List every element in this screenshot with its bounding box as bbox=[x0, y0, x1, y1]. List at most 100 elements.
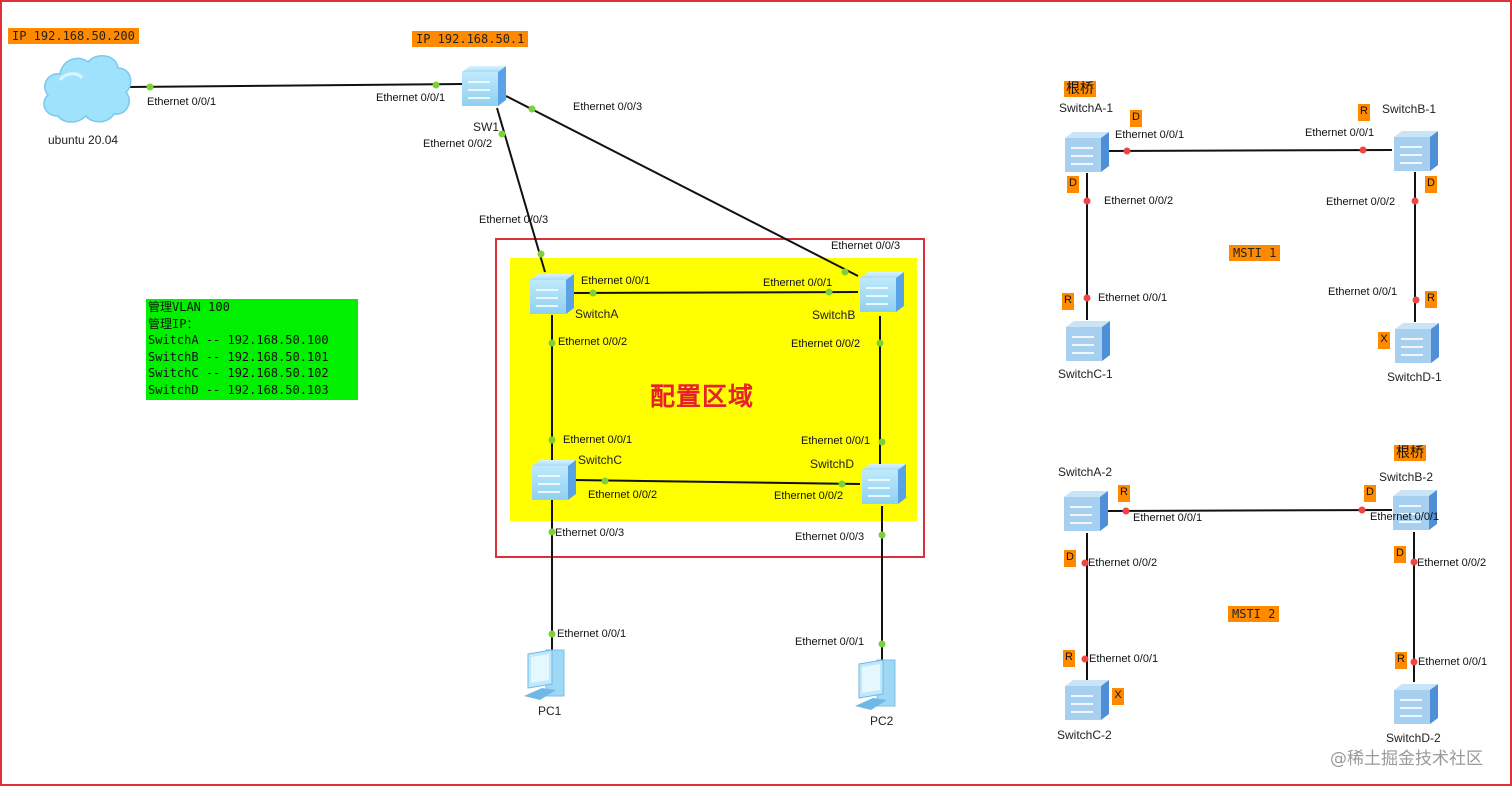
port-role-badge: D bbox=[1394, 546, 1406, 563]
port-label: Ethernet 0/0/1 bbox=[147, 96, 217, 108]
port-dot bbox=[878, 640, 886, 648]
msti1-switchA-name: SwitchA-1 bbox=[1059, 101, 1114, 115]
device-name-sw1: SW1 bbox=[473, 120, 500, 134]
port-label: Ethernet 0/0/1 bbox=[557, 628, 627, 640]
port-label: Ethernet 0/0/3 bbox=[795, 531, 865, 543]
port-dot bbox=[1358, 506, 1366, 514]
device-name-switchD: SwitchD bbox=[810, 457, 855, 471]
port-dot bbox=[498, 130, 506, 138]
port-label: Ethernet 0/0/1 bbox=[763, 277, 833, 289]
switch-icon-msti2-c[interactable] bbox=[1063, 678, 1109, 720]
port-role-badge: D bbox=[1067, 176, 1079, 193]
port-label: Ethernet 0/0/1 bbox=[795, 636, 865, 648]
link-ubuntu-sw1 bbox=[127, 83, 463, 88]
switch-icon-switchB[interactable] bbox=[858, 270, 904, 312]
port-dot bbox=[878, 438, 886, 446]
switch-icon-switchD[interactable] bbox=[860, 462, 906, 504]
switch-icon-msti1-a[interactable] bbox=[1063, 130, 1109, 172]
switch-icon-switchC[interactable] bbox=[530, 458, 576, 500]
port-label: Ethernet 0/0/2 bbox=[774, 490, 844, 502]
port-dot bbox=[1122, 507, 1130, 515]
port-label: Ethernet 0/0/3 bbox=[479, 214, 549, 226]
switch-icon-msti2-d[interactable] bbox=[1392, 682, 1438, 724]
root-bridge-tag-msti1: 根桥 bbox=[1064, 81, 1096, 97]
switch-icon-msti1-b[interactable] bbox=[1392, 129, 1438, 171]
link-switchA-switchB bbox=[573, 291, 859, 294]
switch-icon-msti1-d[interactable] bbox=[1393, 321, 1439, 363]
port-dot bbox=[528, 105, 536, 113]
port-role-badge: R bbox=[1358, 104, 1370, 121]
config-zone-border bbox=[495, 238, 925, 558]
port-role-badge: R bbox=[1425, 291, 1437, 308]
port-role-badge: R bbox=[1395, 652, 1407, 669]
port-dot bbox=[1083, 197, 1091, 205]
port-dot bbox=[1359, 146, 1367, 154]
switch-icon-sw1[interactable] bbox=[460, 64, 506, 106]
msti2-switchD-name: SwitchD-2 bbox=[1386, 731, 1441, 745]
switch-icon-msti2-b[interactable] bbox=[1391, 488, 1437, 530]
mgmt-line: SwitchB -- 192.168.50.101 bbox=[148, 349, 329, 364]
port-role-badge: R bbox=[1118, 485, 1130, 502]
cloud-icon[interactable] bbox=[38, 50, 134, 128]
device-name-pc1: PC1 bbox=[538, 704, 562, 718]
port-label: Ethernet 0/0/1 bbox=[1133, 512, 1203, 524]
port-dot bbox=[1083, 294, 1091, 302]
switch-icon-msti1-c[interactable] bbox=[1064, 319, 1110, 361]
switch-icon-msti2-a[interactable] bbox=[1062, 489, 1108, 531]
port-label: Ethernet 0/0/2 bbox=[423, 138, 493, 150]
port-label: Ethernet 0/0/2 bbox=[1417, 557, 1487, 569]
blocked-port-badge: X bbox=[1112, 688, 1124, 705]
ip-tag-sw1: IP 192.168.50.1 bbox=[412, 31, 529, 47]
port-label: Ethernet 0/0/2 bbox=[1326, 196, 1396, 208]
port-dot bbox=[146, 83, 154, 91]
port-role-badge: D bbox=[1364, 485, 1376, 502]
pc-icon-pc1[interactable] bbox=[522, 648, 568, 702]
switch-icon-switchA[interactable] bbox=[528, 272, 574, 314]
mgmt-line: SwitchA -- 192.168.50.100 bbox=[148, 333, 329, 347]
port-label: Ethernet 0/0/1 bbox=[801, 435, 871, 447]
port-dot bbox=[876, 339, 884, 347]
port-label: Ethernet 0/0/2 bbox=[558, 336, 628, 348]
port-label: Ethernet 0/0/2 bbox=[1104, 195, 1174, 207]
port-role-badge: D bbox=[1064, 550, 1076, 567]
link-sw1-switchB bbox=[505, 95, 859, 277]
port-label: Ethernet 0/0/1 bbox=[563, 434, 633, 446]
port-label: Ethernet 0/0/1 bbox=[1089, 653, 1159, 665]
msti2-switchA-name: SwitchA-2 bbox=[1058, 465, 1113, 479]
device-name-switchB: SwitchB bbox=[812, 308, 856, 322]
port-dot bbox=[1081, 559, 1089, 567]
port-dot bbox=[548, 528, 556, 536]
config-zone-title: 配置区域 bbox=[650, 382, 755, 411]
msti1-switchD-name: SwitchD-1 bbox=[1387, 370, 1442, 384]
mgmt-line: SwitchD -- 192.168.50.103 bbox=[148, 382, 329, 397]
ip-tag-ubuntu: IP 192.168.50.200 bbox=[8, 28, 139, 44]
link-switchC-switchD bbox=[573, 479, 861, 485]
msti1-switchB-name: SwitchB-1 bbox=[1382, 102, 1437, 116]
mgmt-line: 管理VLAN 100 bbox=[148, 300, 230, 314]
pc-icon-pc2[interactable] bbox=[853, 658, 899, 712]
msti2-switchB-name: SwitchB-2 bbox=[1379, 470, 1434, 484]
port-role-badge: D bbox=[1425, 176, 1437, 193]
port-dot bbox=[548, 339, 556, 347]
port-dot bbox=[1123, 147, 1131, 155]
port-label: Ethernet 0/0/2 bbox=[1088, 557, 1158, 569]
blocked-port-badge: X bbox=[1378, 332, 1390, 349]
port-dot bbox=[1410, 658, 1418, 666]
port-dot bbox=[537, 250, 545, 258]
port-dot bbox=[1412, 296, 1420, 304]
port-role-badge: R bbox=[1062, 293, 1074, 310]
device-name-pc2: PC2 bbox=[870, 714, 894, 728]
port-dot bbox=[878, 531, 886, 539]
mgmt-line: SwitchC -- 192.168.50.102 bbox=[148, 366, 329, 380]
port-label: Ethernet 0/0/1 bbox=[376, 92, 446, 104]
port-dot bbox=[601, 477, 609, 485]
mgmt-line: 管理IP： bbox=[148, 316, 199, 331]
port-dot bbox=[1410, 558, 1418, 566]
root-bridge-tag-msti2: 根桥 bbox=[1394, 445, 1426, 461]
msti1-switchC-name: SwitchC-1 bbox=[1058, 367, 1113, 381]
port-label: Ethernet 0/0/1 bbox=[581, 275, 651, 287]
link-msti2-a-b bbox=[1107, 509, 1393, 512]
port-label: Ethernet 0/0/1 bbox=[1098, 292, 1168, 304]
port-label: Ethernet 0/0/3 bbox=[831, 240, 901, 252]
